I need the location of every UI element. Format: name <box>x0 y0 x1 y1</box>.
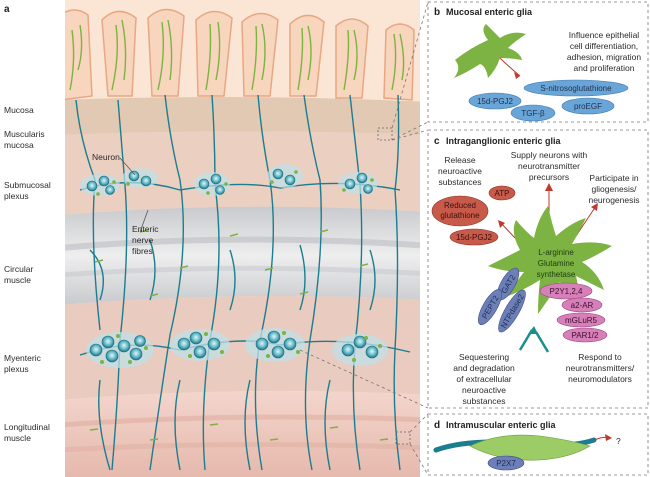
submucosal-glia <box>96 170 374 196</box>
intraganglionic-glial-cell <box>488 206 612 314</box>
callout-neuron: Neuron <box>92 152 120 162</box>
panel-c: c Intraganglionic enteric glia Release n… <box>427 129 649 409</box>
molecule-tgfb-label: TGF-β <box>521 109 545 118</box>
release-arrows <box>498 183 598 239</box>
mucosal-effect-2: cell differentiation, <box>570 41 638 51</box>
supply-line-2: neurotransmitter <box>518 161 580 171</box>
mucosal-effect-1: Influence epithelial <box>569 30 640 40</box>
enteric-nerve-fibres <box>75 94 411 471</box>
longitudinal-muscle-layer <box>65 391 420 477</box>
sequester-line-2: and degradation <box>453 363 515 373</box>
label-longitudinal-2: muscle <box>4 433 31 443</box>
callout-fibres-1: Enteric <box>132 224 159 234</box>
myenteric-glia <box>100 331 382 364</box>
panel-b: b Mucosal enteric glia Influence epithel… <box>427 1 649 123</box>
respond-line-3: neuromodulators <box>568 374 632 384</box>
label-myenteric-1: Myenteric <box>4 353 42 363</box>
release-line-2: neuroactive <box>438 166 482 176</box>
molecule-15dpgj2-c <box>449 228 499 246</box>
respond-line-1: Respond to <box>578 352 622 362</box>
participate-line-2: gliogenesis/ <box>592 184 638 194</box>
receptor-p2y <box>539 282 593 300</box>
panel-a-letter: a <box>4 4 10 15</box>
panel-d-letter: d <box>434 420 440 431</box>
label-circular-1: Circular <box>4 264 33 274</box>
unknown-signal: ? <box>616 436 621 446</box>
respond-line-2: neurotransmitters/ <box>566 363 635 373</box>
panel-b-letter: b <box>434 7 440 18</box>
receptor-p2x7-label: P2X7 <box>496 459 516 468</box>
molecule-glutathione <box>431 195 489 227</box>
molecule-snitroso <box>523 79 629 97</box>
label-muscularis-2: mucosa <box>4 140 34 150</box>
molecule-proegf <box>561 97 615 115</box>
submucosal-neurons <box>86 168 373 195</box>
molecule-15dpgj2-c-label: 15d-PGJ2 <box>456 233 493 242</box>
panel-d-title: Intramuscular enteric glia <box>446 420 557 430</box>
sequester-line-5: substances <box>463 396 506 406</box>
callout-fibres-2: nerve <box>132 235 154 245</box>
inset-connectors <box>299 1 429 476</box>
label-muscularis-1: Muscularis <box>4 129 45 139</box>
molecule-atp-label: ATP <box>495 189 510 198</box>
mucosal-effect-4: and proliferation <box>574 63 635 73</box>
participate-line-1: Participate in <box>589 173 638 183</box>
label-submucosal-1: Submucosal <box>4 180 51 190</box>
submucosal-layer <box>65 131 420 215</box>
release-line-3: substances <box>439 177 482 187</box>
sequester-line-4: neuroactive <box>462 385 506 395</box>
mucosa-villi <box>65 8 415 101</box>
sequester-line-3: of extracellular <box>456 374 511 384</box>
label-mucosa: Mucosa <box>4 105 34 115</box>
molecule-glutathione-label-2: glutathione <box>440 211 480 220</box>
glia-line-2: Glutamine <box>538 259 575 268</box>
receptor-par <box>562 327 608 343</box>
supply-line-3: precursors <box>529 172 569 182</box>
receptor-par-label: PAR1/2 <box>572 331 600 340</box>
panel-c-letter: c <box>434 136 440 147</box>
molecule-proegf-label: proEGF <box>574 102 602 111</box>
molecule-atp <box>488 185 516 201</box>
mucosal-effect-3: adhesion, migration <box>567 52 641 62</box>
glia-line-1: L-arginine <box>538 248 574 257</box>
callout-fibres-3: fibres <box>132 246 153 256</box>
label-circular-2: muscle <box>4 275 31 285</box>
molecule-glutathione-label-1: Reduced <box>444 201 476 210</box>
muscularis-mucosa-layer <box>65 96 420 135</box>
panel-d: d Intramuscular enteric glia ? P2X7 <box>427 413 649 476</box>
receptor-mglur5 <box>556 312 606 328</box>
molecule-snitroso-label: S-nitrosoglutathione <box>540 84 612 93</box>
tissue-section <box>65 0 420 477</box>
intramuscular-glia-marks <box>89 229 389 441</box>
release-line-1: Release <box>444 155 475 165</box>
panel-b-title: Mucosal enteric glia <box>446 7 533 17</box>
receptor-mglur5-label: mGLuR5 <box>565 316 598 325</box>
participate-line-3: neurogenesis <box>588 195 639 205</box>
label-submucosal-2: plexus <box>4 191 29 201</box>
label-myenteric-2: plexus <box>4 364 29 374</box>
molecule-15dpgj2-b-label: 15d-PGJ2 <box>477 97 514 106</box>
myenteric-neurons <box>89 330 379 363</box>
supply-line-1: Supply neurons with <box>511 150 588 160</box>
label-longitudinal-1: Longitudinal <box>4 422 50 432</box>
molecule-tgfb <box>510 104 556 122</box>
myenteric-layer <box>65 296 420 400</box>
receptor-p2x7 <box>487 455 525 471</box>
receptor-a2ar-label: a2-AR <box>571 301 594 310</box>
panel-c-title: Intraganglionic enteric glia <box>446 136 562 146</box>
mucosal-glial-cell <box>454 24 526 78</box>
sequester-line-1: Sequestering <box>459 352 509 362</box>
glia-line-3: synthetase <box>537 270 576 279</box>
mucosal-glia-network <box>69 19 405 91</box>
receptor-p2y-label: P2Y1,2,4 <box>550 287 583 296</box>
molecule-15dpgj2-b <box>468 92 522 110</box>
receptor-a2ar <box>561 297 603 313</box>
